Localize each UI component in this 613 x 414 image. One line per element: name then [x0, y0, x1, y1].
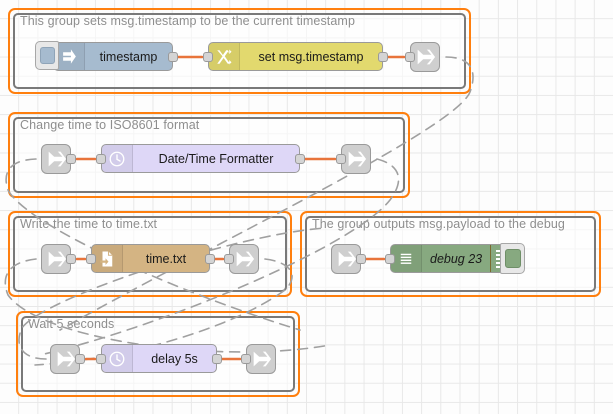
node-input-port[interactable] [224, 254, 234, 264]
inject-trigger-button[interactable] [35, 41, 59, 70]
inject-button-glyph [39, 47, 55, 64]
node-input-port[interactable] [405, 52, 415, 62]
group-label: This group sets msg.timestamp to be the … [20, 14, 355, 28]
node-output-port[interactable] [378, 51, 388, 62]
node-label: time.txt [145, 251, 187, 266]
node-datetime-formatter[interactable]: Date/Time Formatter [96, 144, 305, 173]
node-delay-5s[interactable]: delay 5s [96, 344, 222, 373]
node-link-out-2[interactable] [336, 144, 371, 174]
node-input-port[interactable] [96, 353, 106, 364]
node-input-port[interactable] [385, 253, 395, 264]
clock-icon [102, 345, 133, 372]
node-link-in-3[interactable] [41, 244, 76, 274]
node-link-out-1[interactable] [405, 42, 440, 72]
link-in-icon [332, 245, 360, 273]
link-in-icon [51, 345, 79, 373]
node-file-time-txt[interactable]: time.txt [86, 244, 215, 273]
node-link-in-4[interactable] [331, 244, 366, 274]
node-label: Date/Time Formatter [158, 151, 274, 166]
node-change-set-timestamp[interactable]: set msg.timestamp [203, 42, 388, 71]
node-inject-timestamp[interactable]: timestamp [35, 41, 178, 71]
debug-toggle-glyph [504, 249, 521, 268]
node-input-port[interactable] [86, 253, 96, 264]
node-output-port[interactable] [168, 51, 178, 62]
node-debug-23[interactable]: debug 23 [385, 243, 525, 274]
clock-icon [102, 145, 133, 172]
node-input-port[interactable] [96, 153, 106, 164]
inject-arrow-icon [54, 43, 85, 70]
node-link-in-2[interactable] [41, 144, 76, 174]
node-input-port[interactable] [336, 154, 346, 164]
node-label: debug 23 [430, 251, 483, 266]
node-link-out-3[interactable] [224, 244, 259, 274]
node-input-port[interactable] [203, 51, 213, 62]
link-in-icon [42, 145, 70, 173]
link-out-icon [411, 43, 439, 71]
node-output-port[interactable] [212, 353, 222, 364]
node-link-out-5[interactable] [241, 344, 276, 374]
node-output-port[interactable] [66, 154, 76, 164]
link-in-icon [42, 245, 70, 273]
file-write-icon [92, 245, 123, 272]
node-input-port[interactable] [241, 354, 251, 364]
change-swap-icon [209, 43, 240, 70]
node-label: delay 5s [151, 351, 198, 366]
link-out-icon [342, 145, 370, 173]
node-output-port[interactable] [75, 354, 85, 364]
node-label: set msg.timestamp [258, 49, 364, 64]
node-output-port[interactable] [295, 153, 305, 164]
debug-lines-icon [391, 245, 422, 272]
node-link-in-5[interactable] [50, 344, 85, 374]
link-out-icon [247, 345, 275, 373]
node-output-port[interactable] [66, 254, 76, 264]
debug-enable-toggle[interactable] [500, 243, 525, 274]
node-output-port[interactable] [356, 254, 366, 264]
node-label: timestamp [99, 49, 158, 64]
node-output-port[interactable] [205, 253, 215, 264]
link-out-icon [230, 245, 258, 273]
